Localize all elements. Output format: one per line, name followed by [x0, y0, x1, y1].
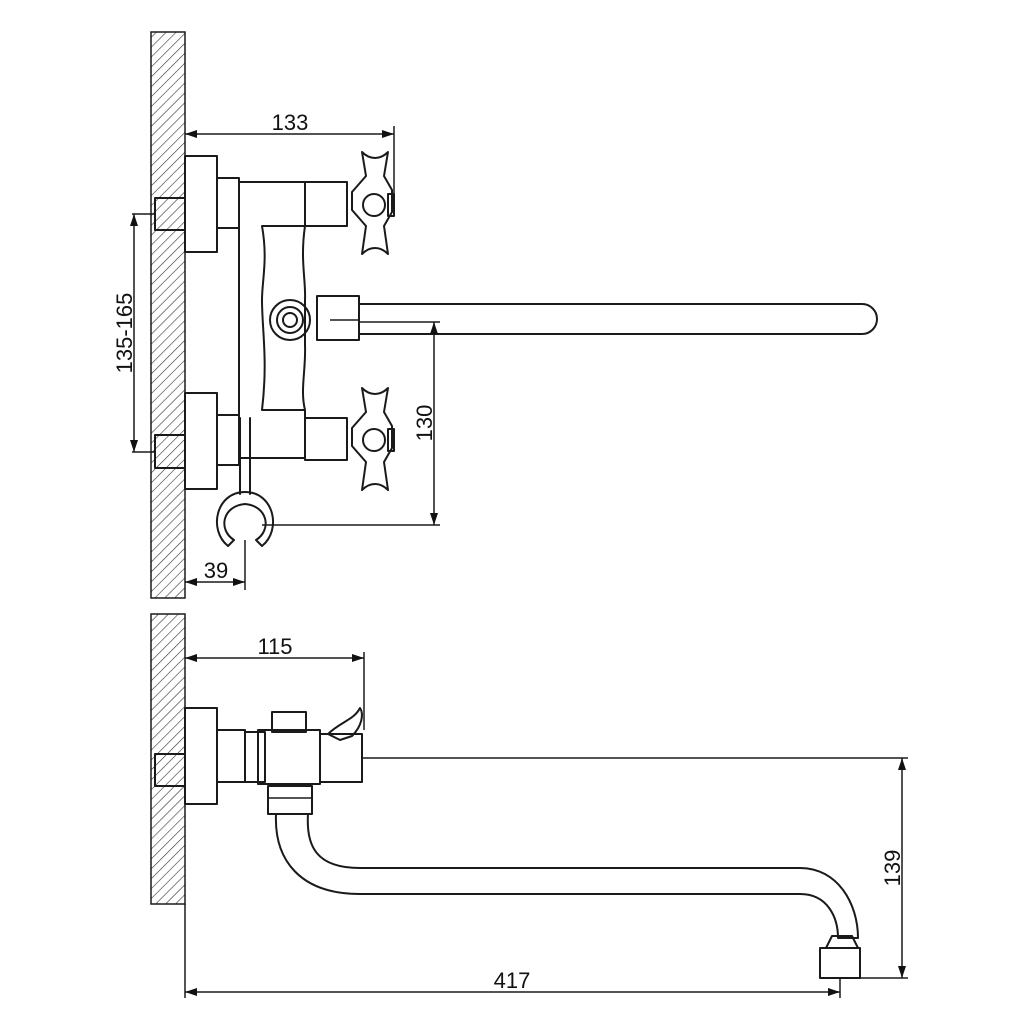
dim-139: 139: [362, 757, 908, 979]
dim-417-label: 417: [494, 968, 531, 993]
side-body-collar: [244, 731, 266, 783]
lower-cross-handle: [351, 387, 395, 491]
aerator: [819, 947, 861, 979]
dim-115-label: 115: [257, 634, 292, 659]
mixer-body: [238, 181, 306, 459]
dim-135-165: 135-165: [112, 213, 155, 453]
dim-39: 39: [185, 540, 246, 590]
dim-135-165-label: 135-165: [112, 293, 137, 374]
curved-spout: [274, 813, 859, 939]
upper-valve: [304, 181, 348, 227]
side-nut: [216, 729, 246, 783]
wall-front: [150, 31, 186, 599]
lower-valve: [304, 417, 348, 461]
mixer-body-right: [302, 225, 307, 411]
upper-flange: [184, 155, 218, 253]
dim-130-label: 130: [412, 405, 437, 442]
shower-holder: [215, 417, 275, 547]
spout-outlet: [316, 295, 360, 341]
side-mixer-body: [257, 729, 321, 785]
dim-130: 130: [262, 321, 440, 526]
dim-39-label: 39: [204, 558, 228, 583]
side-valve: [319, 733, 363, 783]
dim-417: 417: [184, 904, 841, 998]
spout-swivel-collar: [267, 785, 313, 815]
side-view: 115 139 417: [150, 613, 908, 998]
dim-115: 115: [185, 634, 365, 730]
aerator-neck: [825, 935, 859, 949]
front-spout: [358, 303, 878, 335]
lower-nut: [216, 414, 240, 466]
diverter-knob: [269, 299, 311, 341]
side-lever: [327, 707, 363, 741]
upper-cross-handle: [351, 151, 395, 255]
dim-133-label: 133: [272, 110, 309, 135]
dim-139-label: 139: [880, 850, 905, 887]
side-flange: [184, 707, 218, 805]
dim-133: 133: [185, 110, 395, 200]
lower-flange: [184, 392, 218, 490]
wall-side: [150, 613, 186, 905]
side-top-cap: [271, 711, 307, 733]
front-view: 133 135-165 130 39: [112, 31, 878, 599]
upper-nut: [216, 177, 240, 229]
